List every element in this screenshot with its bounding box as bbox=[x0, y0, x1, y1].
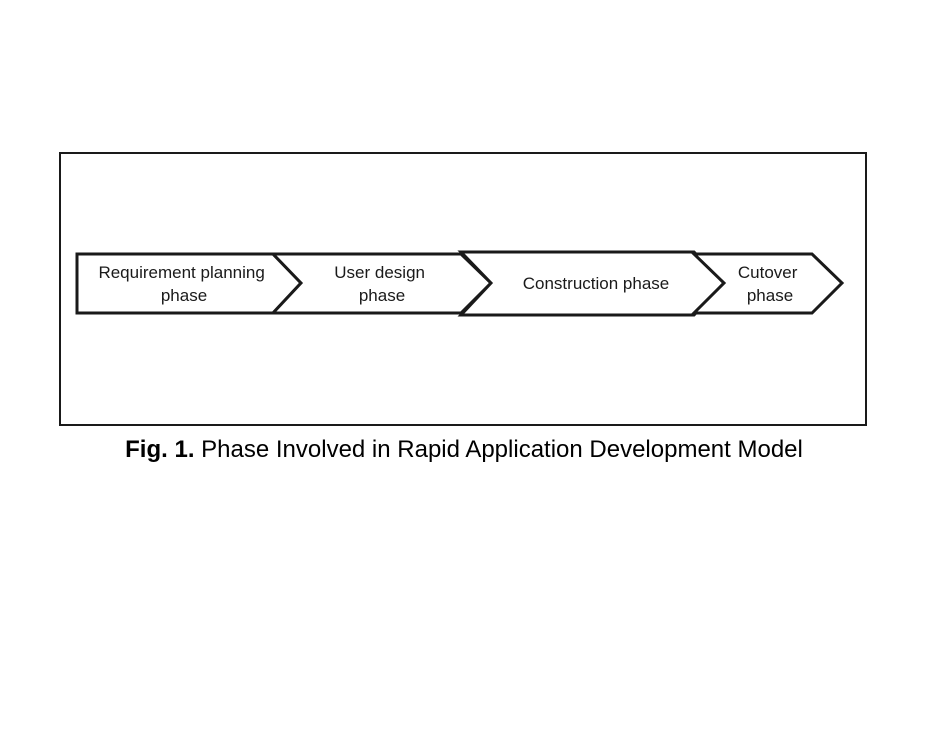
phase-user-design: User design phase bbox=[269, 252, 494, 315]
figure-caption: Fig. 1. Phase Involved in Rapid Applicat… bbox=[0, 436, 928, 464]
phase-label-requirement-planning: Requirement planning phase bbox=[98, 263, 269, 305]
caption-label: Fig. 1. bbox=[125, 436, 195, 463]
phase-label-construction: Construction phase bbox=[523, 274, 669, 293]
phase-label-cutover: Cutover phase bbox=[738, 263, 802, 305]
phase-arrow-construction bbox=[457, 250, 727, 317]
phase-arrow-cutover bbox=[690, 252, 845, 315]
phase-construction: Construction phase bbox=[457, 250, 727, 317]
phase-label-user-design: User design phase bbox=[334, 263, 429, 305]
caption-text: Phase Involved in Rapid Application Deve… bbox=[194, 436, 803, 463]
phase-requirement-planning: Requirement planning phase bbox=[75, 252, 304, 315]
phase-cutover: Cutover phase bbox=[690, 252, 845, 315]
